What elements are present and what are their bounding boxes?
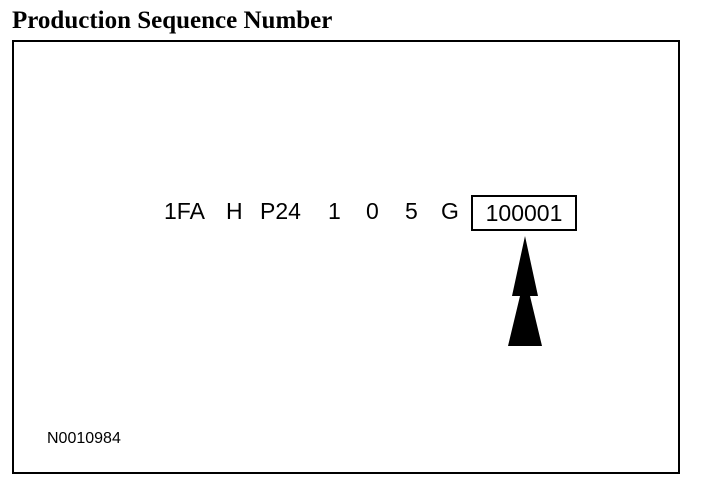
vin-restraint-segment: H: [226, 198, 243, 224]
vin-plant-segment: G: [441, 198, 459, 224]
vin-model-year-segment: 5: [405, 198, 418, 224]
vin-body-segment: P24: [260, 198, 301, 224]
figure-id: N0010984: [47, 430, 121, 447]
vin-engine-segment: 1: [328, 198, 341, 224]
sequence-number-box: 100001: [471, 195, 577, 231]
up-arrow-icon: [508, 236, 542, 346]
vin-wmi-segment: 1FA: [164, 198, 205, 224]
vin-check-digit-segment: 0: [366, 198, 379, 224]
page-title: Production Sequence Number: [12, 7, 333, 34]
figure-frame: [12, 40, 680, 474]
sequence-number: 100001: [485, 200, 563, 226]
